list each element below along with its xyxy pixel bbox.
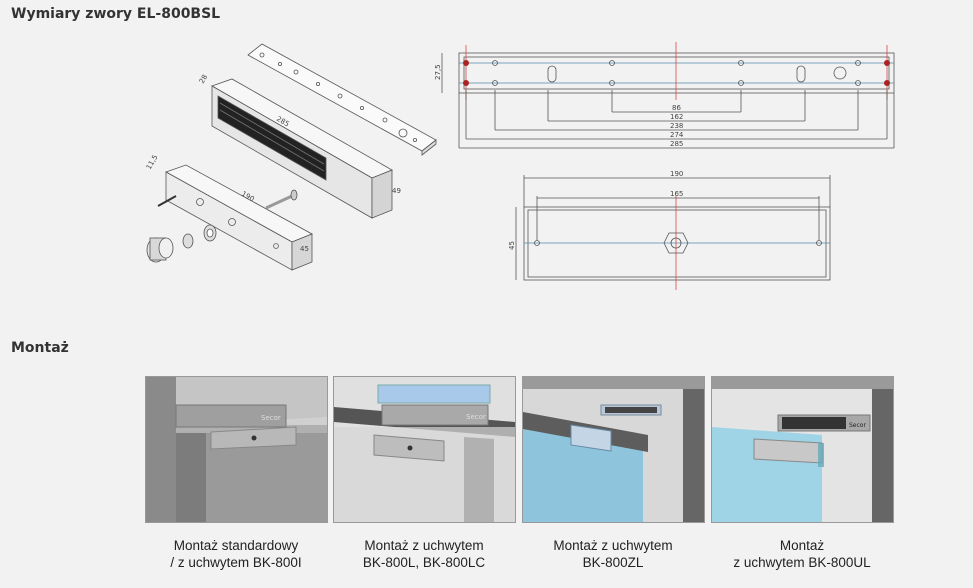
- sleeves: [146, 224, 217, 263]
- mount-image-bk800ul: Secor: [711, 376, 894, 523]
- brand-label: Secor: [466, 413, 486, 421]
- mounting-plate: [247, 43, 437, 156]
- dim-190: 190: [670, 170, 683, 178]
- dim-45-iso: 45: [300, 245, 309, 253]
- magnet-body: [211, 78, 393, 219]
- brand-label: Secor: [849, 422, 866, 429]
- dimensions-heading: Wymiary zwory EL-800BSL: [11, 6, 221, 22]
- dim-165: 165: [670, 190, 683, 198]
- caption-line: z uchwytem BK-800UL: [733, 555, 871, 570]
- caption-line: BK-800L, BK-800LC: [362, 555, 486, 570]
- armature-front-view: 190 165 45: [508, 170, 831, 290]
- dim-285: 285: [670, 140, 683, 148]
- mount-image-standard: Secor: [145, 376, 328, 523]
- dim-274: 274: [670, 131, 684, 139]
- magnet-top-view: 86 162 238 274 285 27,5: [434, 42, 895, 149]
- dim-27-5: 27,5: [434, 64, 442, 80]
- dim-162: 162: [670, 113, 683, 121]
- mount-caption-bk800zl: Montaż z uchwytem BK-800ZL: [513, 537, 713, 571]
- mount-image-bk800zl: [522, 376, 705, 523]
- dim-238: 238: [670, 122, 683, 130]
- pin: [157, 195, 177, 207]
- mount-caption-bk800l: Montaż z uchwytem BK-800L, BK-800LC: [324, 537, 524, 571]
- caption-line: Montaż z uchwytem: [364, 538, 484, 553]
- dimension-drawings: 28 285 49 11,5 190 45: [145, 42, 895, 290]
- dim-86: 86: [672, 104, 681, 112]
- caption-line: Montaż standardowy: [173, 538, 299, 553]
- brand-label: Secor: [261, 414, 281, 422]
- mounting-heading: Montaż: [11, 340, 69, 356]
- armature-plate: [165, 164, 313, 271]
- caption-line: Montaż z uchwytem: [553, 538, 673, 553]
- caption-line: BK-800ZL: [582, 555, 644, 570]
- dim-28: 28: [198, 73, 209, 85]
- mount-caption-bk800ul: Montaż z uchwytem BK-800UL: [702, 537, 902, 571]
- mount-caption-standard: Montaż standardowy / z uchwytem BK-800I: [136, 537, 336, 571]
- dim-49: 49: [392, 187, 401, 195]
- dim-11-5: 11,5: [145, 153, 160, 171]
- mount-image-bk800l: Secor: [333, 376, 516, 523]
- caption-line: Montaż: [779, 538, 825, 553]
- screw: [265, 189, 298, 210]
- caption-line: / z uchwytem BK-800I: [170, 555, 302, 570]
- dim-45: 45: [508, 241, 516, 250]
- isometric-drawing: 28 285 49 11,5 190 45: [145, 43, 437, 271]
